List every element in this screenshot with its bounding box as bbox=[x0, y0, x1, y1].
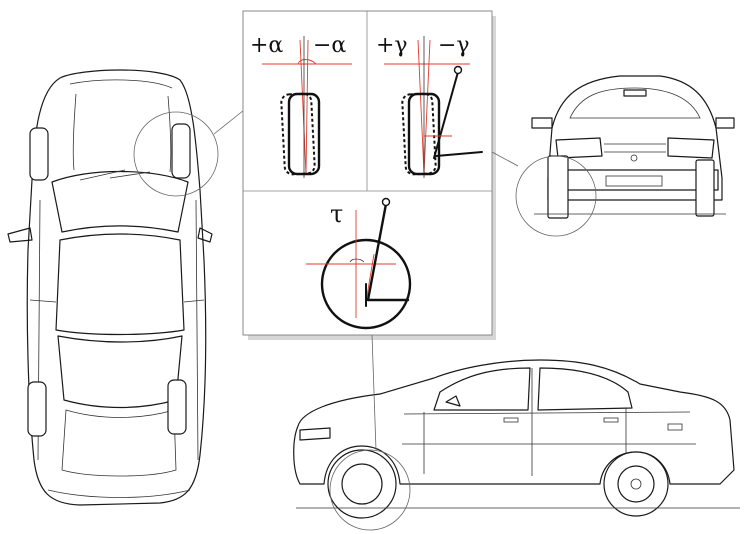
camber-positive-label: +α bbox=[250, 33, 283, 58]
caster-label: τ bbox=[330, 200, 343, 228]
toe-positive-label: +γ bbox=[376, 33, 408, 58]
alignment-inset-panel: +α −α +γ −γ τ bbox=[242, 10, 496, 340]
car-front-view bbox=[491, 75, 735, 237]
camber-negative-label: −α bbox=[313, 33, 346, 58]
car-top-view bbox=[7, 69, 245, 506]
caster-cell: τ bbox=[306, 197, 412, 330]
car-side-view bbox=[293, 334, 740, 531]
toe-negative-label: −γ bbox=[438, 33, 470, 58]
toe-cell: +γ −γ bbox=[376, 33, 483, 178]
camber-cell: +α −α bbox=[250, 33, 352, 178]
